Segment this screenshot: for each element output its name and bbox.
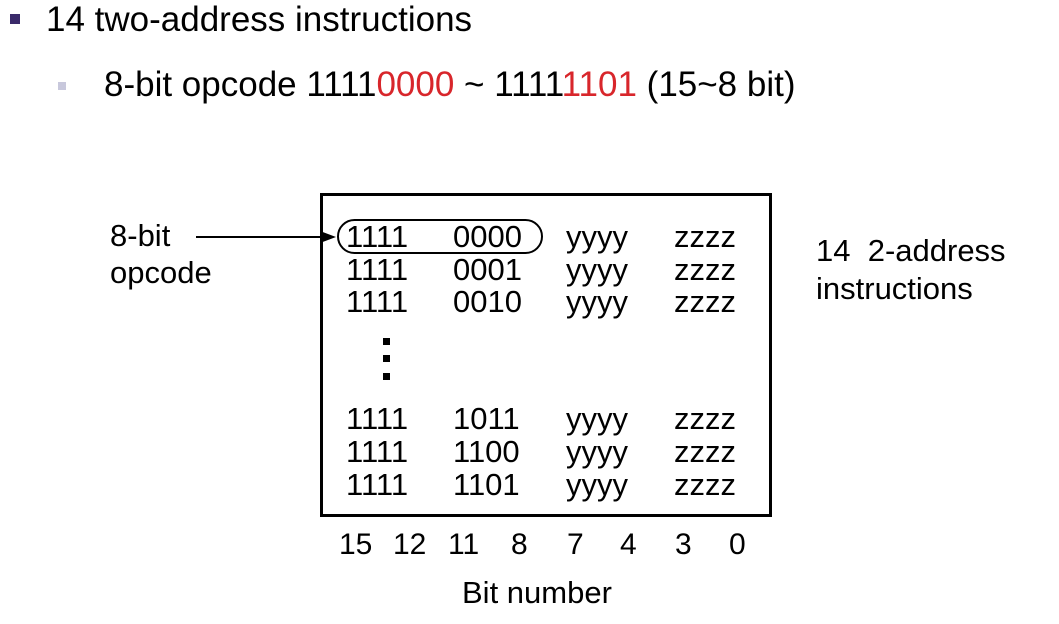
bit-number-label: 11 bbox=[448, 528, 480, 561]
row-low-bits: 1011 bbox=[453, 401, 520, 436]
slide-subheading: 8-bit opcode 11110000 ~ 11111101 (15~8 b… bbox=[104, 65, 796, 105]
row-y-field: yyyy bbox=[566, 434, 628, 469]
bit-number-label: 8 bbox=[511, 528, 528, 561]
ellipsis-dot-icon bbox=[383, 355, 390, 362]
row-low-bits: 1100 bbox=[453, 434, 520, 469]
row-z-field: zzzz bbox=[674, 467, 736, 502]
row-low-bits: 0001 bbox=[453, 252, 522, 287]
instruction-format-box bbox=[320, 193, 772, 517]
row-z-field: zzzz bbox=[674, 219, 736, 254]
row-y-field: yyyy bbox=[566, 252, 628, 287]
subheading-range-end: 1101 bbox=[561, 65, 637, 104]
subheading-range-start: 0000 bbox=[376, 65, 455, 104]
bit-number-label: 3 bbox=[675, 528, 692, 561]
sub-bullet-square-icon bbox=[58, 82, 66, 90]
row-high-bits: 1111 bbox=[346, 284, 409, 319]
row-z-field: zzzz bbox=[674, 401, 736, 436]
opcode-label-line2: opcode bbox=[110, 255, 212, 290]
row-y-field: yyyy bbox=[566, 401, 628, 436]
bit-number-label: 15 bbox=[339, 528, 373, 561]
row-low-bits: 1101 bbox=[453, 467, 520, 502]
row-high-bits: 1111 bbox=[346, 401, 409, 436]
ellipsis-dot-icon bbox=[383, 373, 390, 380]
row-high-bits: 1111 bbox=[346, 434, 409, 469]
opcode-label-line1: 8-bit bbox=[110, 218, 171, 253]
slide-heading: 14 two-address instructions bbox=[46, 0, 473, 39]
row-low-bits: 0010 bbox=[453, 284, 522, 319]
row-high-bits: 1111 bbox=[346, 252, 409, 287]
row-z-field: zzzz bbox=[674, 434, 736, 469]
bit-number-label: 12 bbox=[393, 528, 427, 561]
bit-number-label: 0 bbox=[729, 528, 746, 561]
row-low-bits: 0000 bbox=[453, 219, 522, 254]
subheading-suffix: (15~8 bit) bbox=[636, 65, 796, 104]
row-y-field: yyyy bbox=[566, 219, 628, 254]
instruction-count-line2: instructions bbox=[816, 271, 973, 306]
instruction-count-label: 14 2-address instructions bbox=[816, 232, 1006, 308]
subheading-prefix: 8-bit opcode 1111 bbox=[104, 65, 377, 104]
bit-number-label: 4 bbox=[620, 528, 637, 561]
instruction-count-line1: 14 2-address bbox=[816, 233, 1006, 268]
row-high-bits: 1111 bbox=[346, 467, 409, 502]
row-z-field: zzzz bbox=[674, 252, 736, 287]
row-z-field: zzzz bbox=[674, 284, 736, 319]
bit-number-caption: Bit number bbox=[462, 575, 612, 610]
subheading-separator: ~ 1111 bbox=[454, 65, 562, 104]
bullet-square-icon bbox=[10, 14, 20, 24]
bit-number-label: 7 bbox=[567, 528, 584, 561]
row-y-field: yyyy bbox=[566, 284, 628, 319]
opcode-highlight-oval bbox=[337, 219, 543, 254]
ellipsis-dot-icon bbox=[383, 338, 390, 345]
row-high-bits: 1111 bbox=[346, 219, 409, 254]
row-y-field: yyyy bbox=[566, 467, 628, 502]
